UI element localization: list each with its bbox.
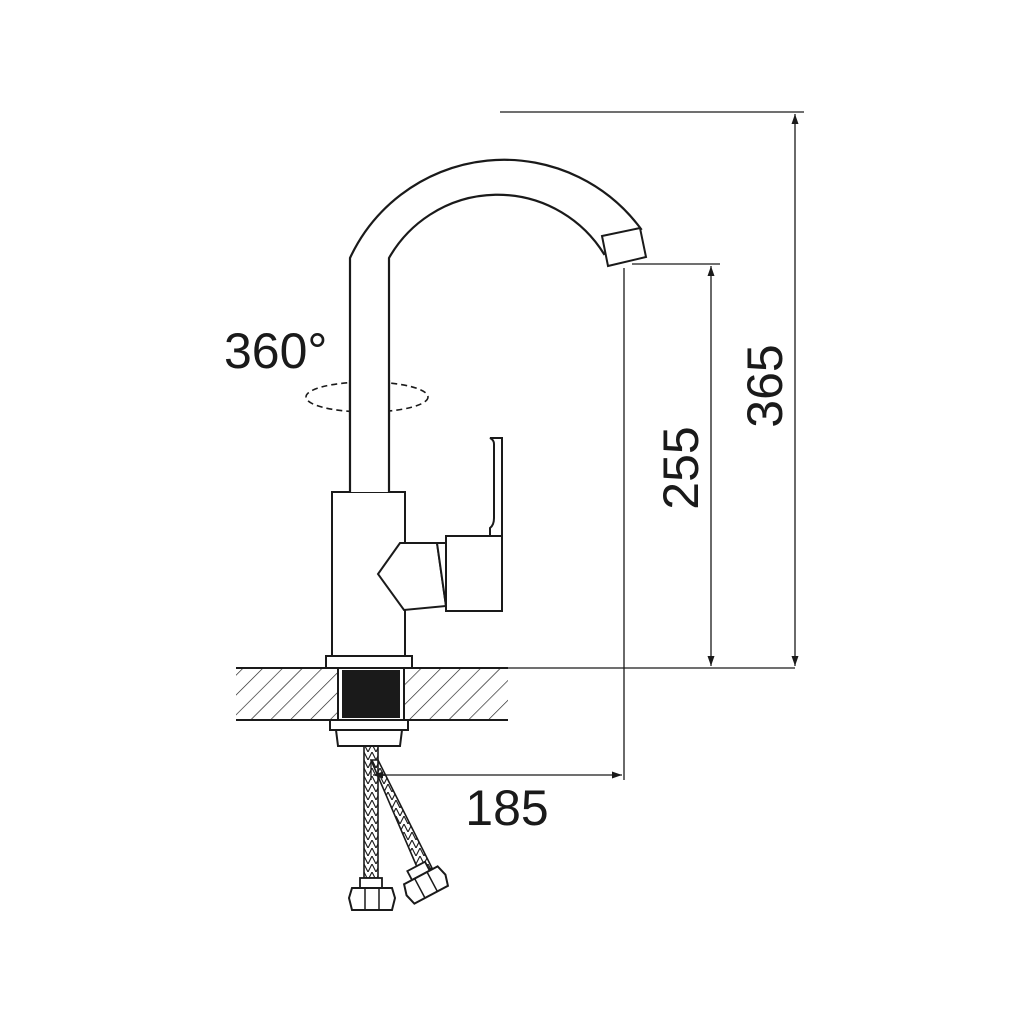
dimension-spout-height [632,263,720,666]
hose-fitting-left [347,877,397,911]
lever-handle [376,437,503,612]
rotation-label: 360° [224,323,327,379]
swivel-spout [348,158,648,492]
supply-hoses [347,745,450,911]
mounting-shank [329,667,409,747]
dimension-spout-reach [370,268,625,780]
spout-height-label: 255 [653,426,709,509]
dimension-total-height [500,111,804,666]
faucet-body [325,491,413,669]
spout-reach-label: 185 [465,780,548,836]
total-height-label: 365 [737,344,793,427]
countertop-section [236,667,795,721]
rotation-indicator [305,380,429,420]
hose-fitting-right [402,860,450,905]
